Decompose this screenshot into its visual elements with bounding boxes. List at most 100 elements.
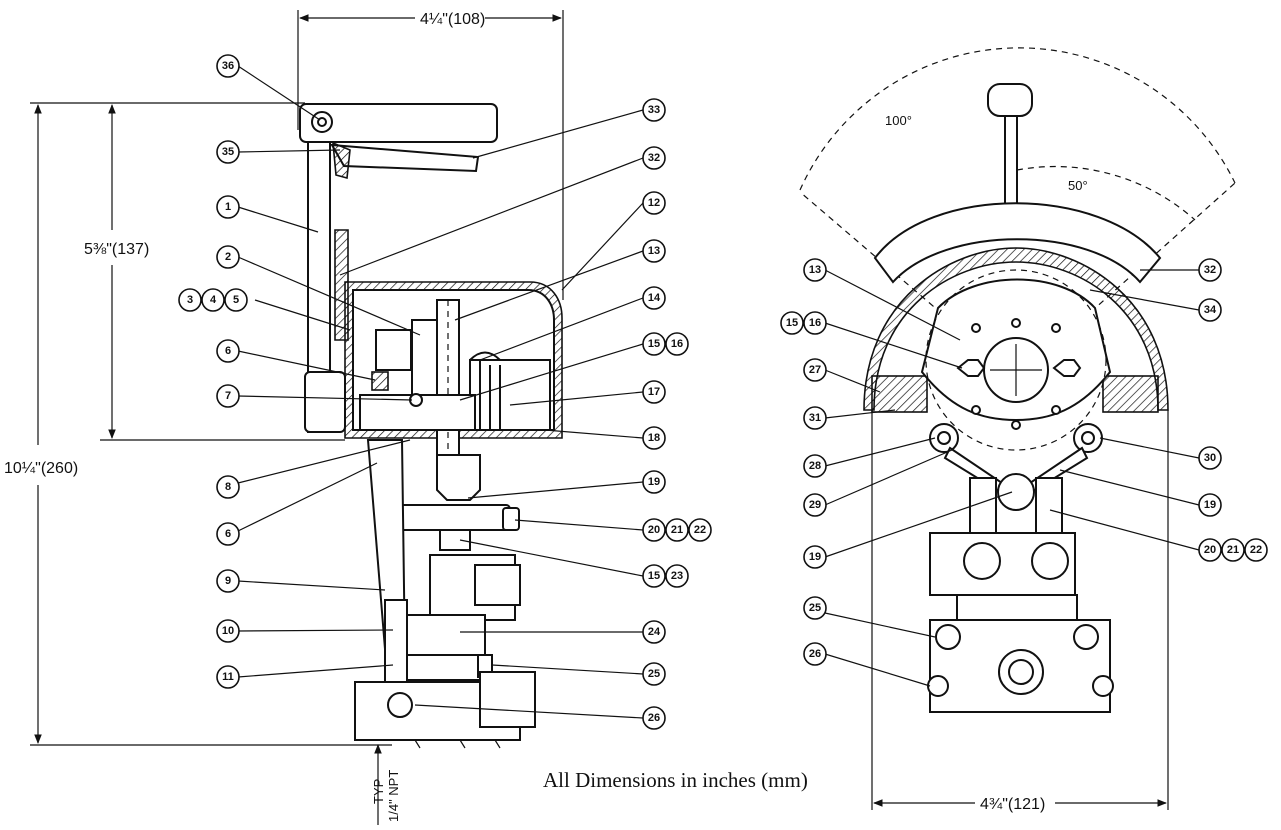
callout-21: 21	[665, 518, 689, 542]
callout-25: 25	[642, 662, 666, 686]
callout-r-27: 27	[803, 358, 827, 382]
callout-24: 24	[642, 620, 666, 644]
callout-14: 14	[642, 286, 666, 310]
callout-r-32: 32	[1198, 258, 1222, 282]
svg-text:16: 16	[671, 338, 683, 350]
callout-r-21: 21	[1221, 538, 1245, 562]
svg-text:29: 29	[809, 499, 821, 511]
callout-17: 17	[642, 380, 666, 404]
svg-text:10: 10	[222, 625, 234, 637]
svg-text:14: 14	[648, 292, 661, 304]
callout-5: 5	[224, 288, 248, 312]
svg-text:21: 21	[671, 524, 683, 536]
svg-text:20: 20	[1204, 544, 1216, 556]
svg-text:32: 32	[1204, 264, 1216, 276]
svg-text:16: 16	[809, 317, 821, 329]
svg-text:26: 26	[809, 648, 821, 660]
svg-text:2: 2	[225, 251, 231, 263]
dim-upper-height: 5⅜"(137)	[84, 241, 149, 258]
right-front-view: 100° 50°	[780, 47, 1268, 813]
svg-text:13: 13	[809, 264, 821, 276]
callout-r-13: 13	[803, 258, 827, 282]
callout-23: 23	[665, 564, 689, 588]
callout-15-lower: 15	[642, 564, 666, 588]
svg-text:11: 11	[222, 671, 234, 683]
svg-text:19: 19	[648, 476, 660, 488]
angle-total: 100°	[885, 113, 912, 128]
dim-bottom-width: 4¾"(121)	[980, 796, 1045, 813]
dim-total-height: 10¼"(260)	[4, 460, 78, 477]
svg-text:15: 15	[648, 570, 660, 582]
dimensions-caption: All Dimensions in inches (mm)	[543, 768, 808, 792]
svg-text:19: 19	[809, 551, 821, 563]
svg-text:9: 9	[225, 575, 231, 587]
callout-7: 7	[216, 384, 240, 408]
callout-26: 26	[642, 706, 666, 730]
callout-19: 19	[642, 470, 666, 494]
svg-text:1: 1	[225, 201, 231, 213]
svg-text:31: 31	[809, 412, 821, 424]
callout-r-19-right: 19	[1198, 493, 1222, 517]
svg-text:13: 13	[648, 245, 660, 257]
npt-note-line2: TYP	[371, 779, 386, 804]
svg-text:21: 21	[1227, 544, 1239, 556]
callout-10: 10	[216, 619, 240, 643]
callout-9: 9	[216, 569, 240, 593]
svg-text:18: 18	[648, 432, 660, 444]
callout-r-28: 28	[803, 454, 827, 478]
svg-text:30: 30	[1204, 452, 1216, 464]
svg-text:28: 28	[809, 460, 821, 472]
callout-4: 4	[201, 288, 225, 312]
callout-1: 1	[216, 195, 240, 219]
callout-15: 15	[642, 332, 666, 356]
svg-text:25: 25	[648, 668, 660, 680]
callout-6-lower: 6	[216, 522, 240, 546]
callout-11: 11	[216, 665, 240, 689]
svg-text:22: 22	[694, 524, 706, 536]
svg-text:33: 33	[648, 104, 660, 116]
callout-12: 12	[642, 191, 666, 215]
callout-r-19-left: 19	[803, 545, 827, 569]
svg-text:25: 25	[809, 602, 821, 614]
svg-text:20: 20	[648, 524, 660, 536]
svg-text:36: 36	[222, 60, 234, 72]
callout-33: 33	[642, 98, 666, 122]
npt-note-line1: 1/4" NPT	[386, 770, 401, 822]
callout-20: 20	[642, 518, 666, 542]
svg-text:19: 19	[1204, 499, 1216, 511]
callout-8: 8	[216, 475, 240, 499]
callout-r-31: 31	[803, 406, 827, 430]
svg-text:24: 24	[648, 626, 661, 638]
svg-text:7: 7	[225, 390, 231, 402]
svg-text:5: 5	[233, 294, 239, 306]
svg-text:23: 23	[671, 570, 683, 582]
callout-r-34: 34	[1198, 298, 1222, 322]
callout-r-30: 30	[1198, 446, 1222, 470]
angle-half: 50°	[1068, 178, 1088, 193]
callout-3: 3	[178, 288, 202, 312]
svg-text:12: 12	[648, 197, 660, 209]
callout-35: 35	[216, 140, 240, 164]
svg-text:6: 6	[225, 528, 231, 540]
svg-text:15: 15	[786, 317, 798, 329]
svg-text:35: 35	[222, 146, 234, 158]
callout-22: 22	[688, 518, 712, 542]
svg-text:3: 3	[187, 294, 193, 306]
svg-text:26: 26	[648, 712, 660, 724]
svg-text:34: 34	[1204, 304, 1217, 316]
svg-text:17: 17	[648, 386, 660, 398]
callout-2: 2	[216, 245, 240, 269]
svg-text:27: 27	[809, 364, 821, 376]
svg-text:15: 15	[648, 338, 660, 350]
callout-r-20: 20	[1198, 538, 1222, 562]
svg-text:32: 32	[648, 152, 660, 164]
callout-r-22: 22	[1244, 538, 1268, 562]
callout-16: 16	[665, 332, 689, 356]
left-side-view: 4¼"(108) 10¼"(260) 5⅜"(137)	[4, 10, 712, 825]
callout-r-15: 15	[780, 311, 804, 335]
callout-r-26: 26	[803, 642, 827, 666]
svg-text:22: 22	[1250, 544, 1262, 556]
callout-6: 6	[216, 339, 240, 363]
callout-13: 13	[642, 239, 666, 263]
